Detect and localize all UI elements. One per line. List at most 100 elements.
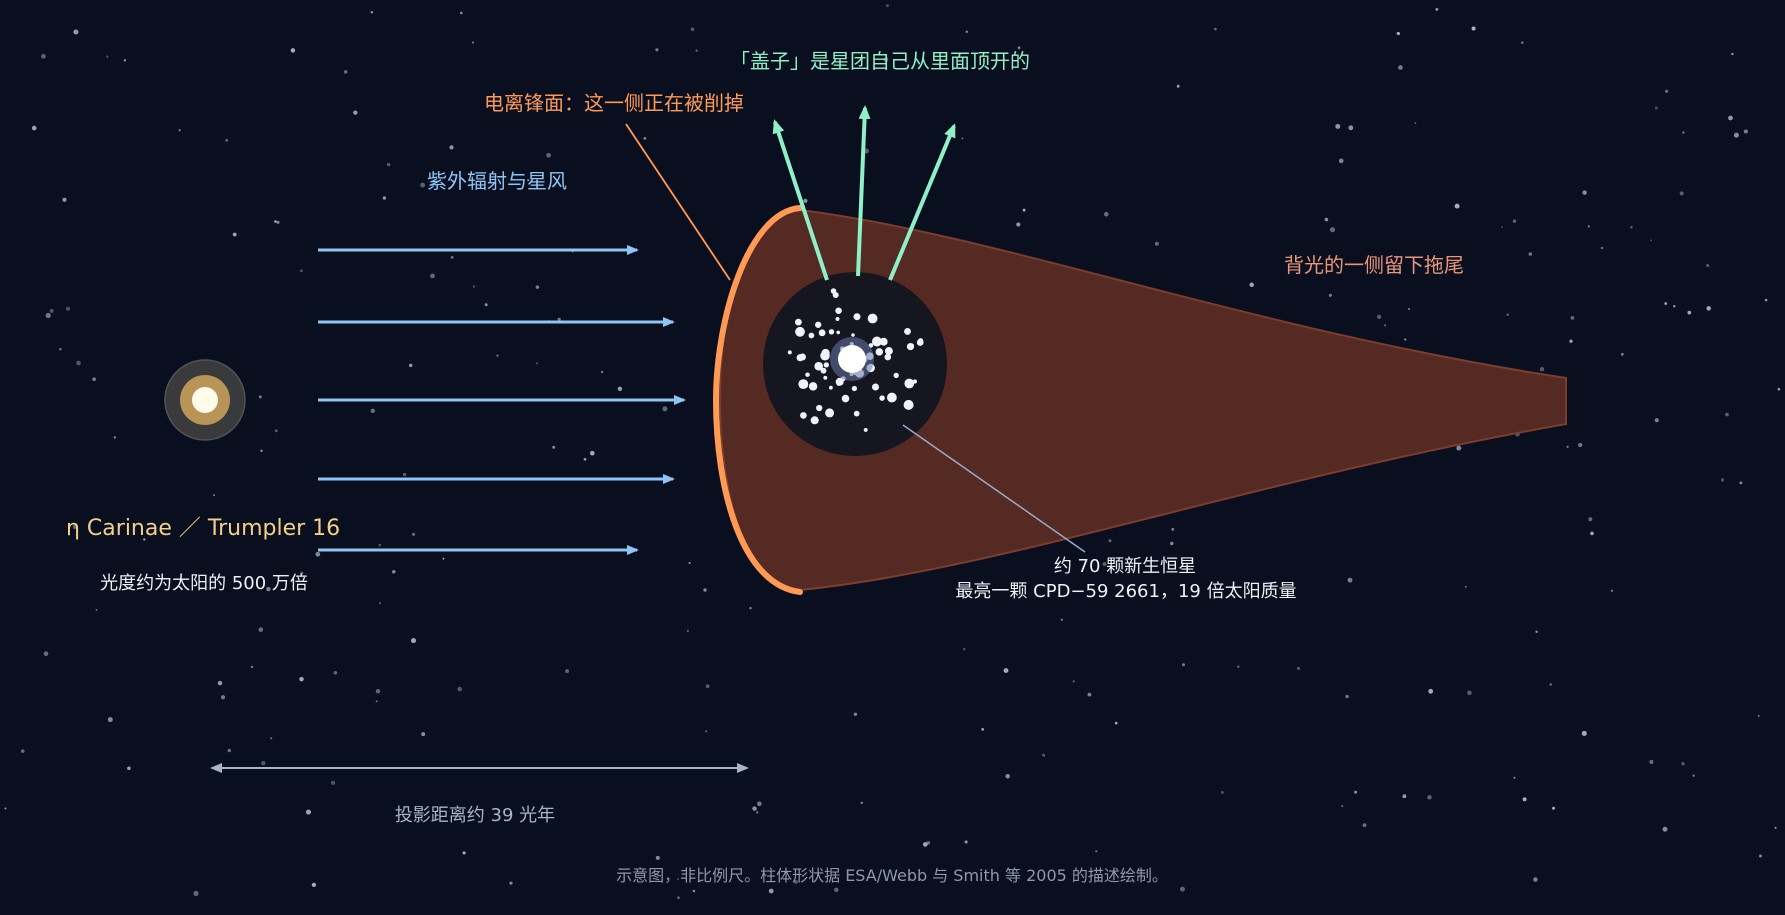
background-star [1171, 527, 1175, 531]
background-star [261, 760, 266, 766]
background-star [1154, 241, 1159, 246]
background-star [1552, 806, 1555, 810]
cluster-star [863, 427, 868, 432]
cluster-star [893, 372, 899, 379]
background-star [1720, 478, 1725, 482]
background-star [1620, 352, 1624, 356]
background-star [1570, 316, 1575, 320]
background-star [1329, 227, 1336, 233]
cluster-star [829, 385, 833, 390]
background-star [62, 197, 67, 202]
cluster-star [816, 404, 823, 412]
background-star [583, 457, 587, 461]
cluster-star [823, 362, 829, 368]
background-star [1376, 314, 1382, 320]
footnote: 示意图，非比例尺。柱体形状据 ESA/Webb 与 Smith 等 2005 的… [616, 866, 1168, 885]
background-star [1654, 418, 1659, 423]
background-star [705, 730, 708, 733]
background-star [1335, 123, 1341, 129]
escape-label: 「盖子」是星团自己从里面顶开的 [730, 49, 1030, 73]
background-star [690, 27, 695, 31]
background-star [981, 728, 985, 731]
background-star [1220, 791, 1224, 794]
background-star [217, 680, 223, 686]
background-star [430, 273, 435, 279]
background-star [49, 308, 54, 313]
background-star [1471, 26, 1476, 31]
background-star [412, 532, 416, 536]
source-luminosity: 光度约为太阳的 500 万倍 [100, 573, 308, 594]
background-star [535, 362, 538, 365]
background-star [1296, 666, 1301, 671]
cluster-star [916, 339, 924, 346]
ionization-front [712, 205, 803, 595]
background-star [370, 408, 375, 413]
background-star [1759, 854, 1762, 858]
background-star [755, 811, 759, 814]
uv-label: 紫外辐射与星风 [427, 169, 567, 193]
background-star [643, 136, 647, 140]
background-star [496, 354, 499, 357]
background-star [1569, 339, 1573, 343]
cluster-star [884, 353, 892, 361]
front-leader-line [625, 123, 731, 281]
background-star [1087, 692, 1092, 697]
background-star [4, 807, 7, 810]
background-star [1102, 562, 1107, 566]
background-star [1681, 762, 1685, 766]
cluster-star [879, 395, 885, 401]
background-star [794, 880, 798, 884]
background-star [1348, 125, 1354, 131]
background-star [509, 881, 513, 885]
background-star [926, 840, 931, 845]
background-star [450, 256, 454, 259]
background-star [457, 686, 463, 692]
background-star [860, 801, 863, 805]
background-star [95, 609, 98, 611]
background-star [922, 842, 928, 847]
background-star [1774, 826, 1777, 829]
background-star [1535, 630, 1538, 633]
background-star [1180, 886, 1185, 892]
background-star [232, 232, 237, 237]
background-star [1354, 790, 1357, 794]
background-star [1501, 226, 1503, 228]
background-star [1513, 776, 1516, 779]
background-star [1757, 715, 1760, 717]
background-star [1506, 313, 1510, 317]
background-star [41, 53, 46, 59]
background-star [1578, 442, 1583, 448]
background-star [964, 840, 968, 844]
background-star [1549, 683, 1553, 686]
cluster-star [836, 330, 841, 335]
background-star [1427, 795, 1432, 800]
background-star [178, 129, 181, 132]
cluster-star [904, 327, 911, 335]
background-star [1042, 753, 1046, 757]
cluster-brightest-label: 最亮一颗 CPD−59 2661，19 倍太阳质量 [955, 581, 1296, 602]
background-star [1601, 246, 1604, 250]
background-star [655, 855, 660, 860]
cluster-star [814, 361, 824, 371]
cluster-star [828, 329, 835, 335]
background-star [1407, 307, 1411, 311]
background-star [45, 312, 51, 319]
pillar-body [718, 208, 1567, 592]
background-star [250, 665, 254, 669]
background-star [1706, 306, 1711, 311]
background-star [107, 717, 113, 723]
background-star [1512, 219, 1517, 223]
background-star [965, 30, 968, 33]
background-star [1692, 774, 1695, 777]
cluster-star [818, 329, 826, 337]
background-star [370, 11, 374, 14]
background-star [106, 55, 109, 58]
background-star [1345, 694, 1349, 699]
cluster-star [871, 383, 880, 391]
background-star [688, 561, 691, 565]
background-star [333, 671, 338, 675]
background-star [1237, 665, 1240, 668]
background-star [290, 48, 296, 53]
background-star [276, 220, 280, 224]
cluster-star [884, 347, 893, 355]
